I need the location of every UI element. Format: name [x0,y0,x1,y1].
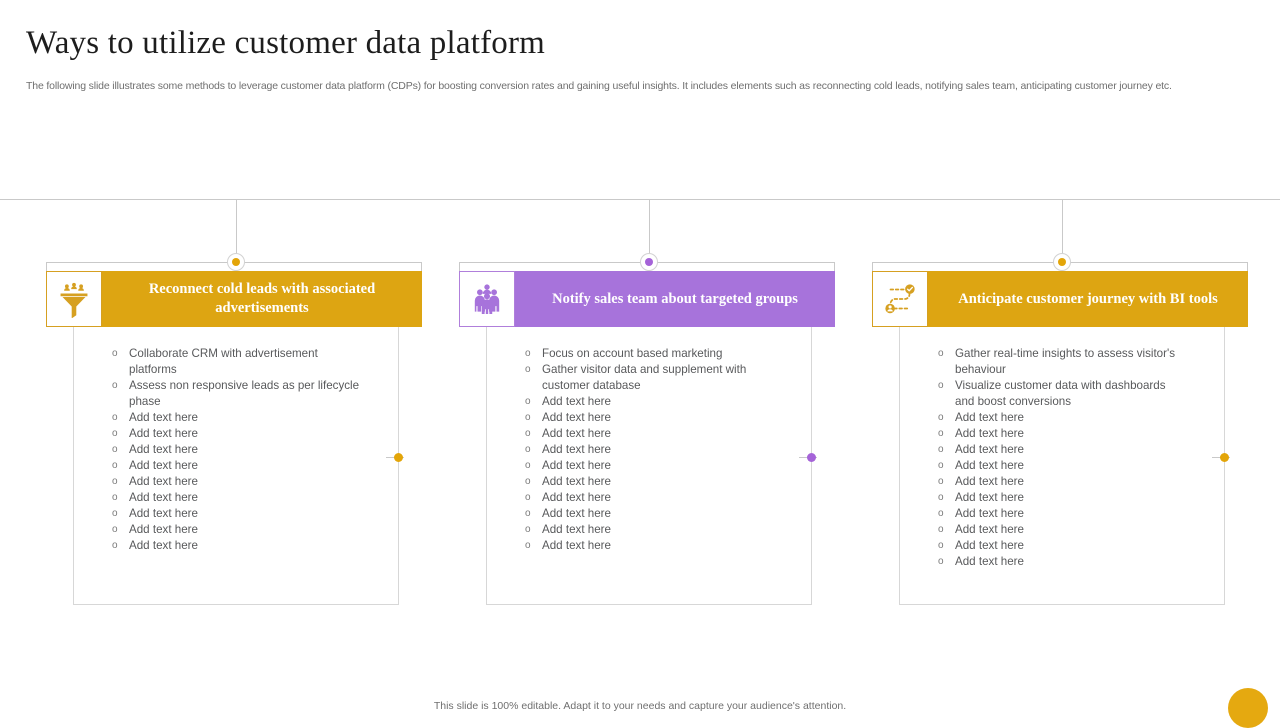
list-item: Add text here [112,474,362,490]
node-marker-3 [1053,253,1071,271]
list-item: Gather real-time insights to assess visi… [938,346,1188,378]
connector-drop-3 [1062,199,1063,262]
card-title: Reconnect cold leads with associated adv… [148,281,376,316]
list-item: Add text here [525,458,775,474]
list-item: Add text here [112,538,362,554]
list-item: Add text here [112,522,362,538]
list-item: Add text here [938,426,1188,442]
list-item: Add text here [938,554,1188,570]
connector-drop-2 [649,199,650,262]
connector-rail [0,199,1280,200]
list-item: Add text here [938,442,1188,458]
list-item: Add text here [525,442,775,458]
list-item: Add text here [525,426,775,442]
card-title-band: Notify sales team about targeted groups [515,271,835,327]
list-item: Add text here [112,458,362,474]
card-title-band: Reconnect cold leads with associated adv… [102,271,422,327]
bullet-list: Gather real-time insights to assess visi… [938,346,1188,570]
list-item: Add text here [112,410,362,426]
list-item: Add text here [112,442,362,458]
funnel-leads-icon [46,271,102,327]
list-item: Gather visitor data and supplement with … [525,362,775,394]
list-item: Add text here [525,474,775,490]
card-header: Reconnect cold leads with associated adv… [46,271,422,327]
node-marker-1 [227,253,245,271]
list-item: Add text here [938,410,1188,426]
page-subtitle: The following slide illustrates some met… [26,80,1172,92]
list-item: Add text here [938,474,1188,490]
list-item: Add text here [525,410,775,426]
list-item: Assess non responsive leads as per lifec… [112,378,362,410]
card-title: Notify sales team about targeted groups [552,290,798,307]
node-marker-2 [640,253,658,271]
card-title-band: Anticipate customer journey with BI tool… [928,271,1248,327]
list-item: Add text here [938,506,1188,522]
side-dot-2 [807,453,816,462]
bullet-list: Collaborate CRM with advertisement platf… [112,346,362,554]
card-body: Gather real-time insights to assess visi… [899,327,1225,605]
list-item: Add text here [112,506,362,522]
corner-accent-dot [1228,688,1268,728]
card-body: Focus on account based marketing Gather … [486,327,812,605]
customer-journey-path-icon [872,271,928,327]
list-item: Add text here [938,490,1188,506]
list-item: Focus on account based marketing [525,346,775,362]
list-item: Add text here [938,458,1188,474]
card-header: Anticipate customer journey with BI tool… [872,271,1248,327]
list-item: Add text here [112,426,362,442]
card-body: Collaborate CRM with advertisement platf… [73,327,399,605]
people-group-icon [459,271,515,327]
list-item: Add text here [112,490,362,506]
bullet-list: Focus on account based marketing Gather … [525,346,775,554]
list-item: Add text here [525,506,775,522]
connector-drop-1 [236,199,237,262]
list-item: Visualize customer data with dashboards … [938,378,1188,410]
list-item: Add text here [938,522,1188,538]
list-item: Add text here [525,394,775,410]
card-header: Notify sales team about targeted groups [459,271,835,327]
list-item: Add text here [938,538,1188,554]
page-title: Ways to utilize customer data platform [26,25,546,61]
list-item: Add text here [525,490,775,506]
side-dot-3 [1220,453,1229,462]
list-item: Add text here [525,538,775,554]
list-item: Add text here [525,522,775,538]
card-title: Anticipate customer journey with BI tool… [958,290,1218,307]
side-dot-1 [394,453,403,462]
footer-note: This slide is 100% editable. Adapt it to… [433,700,847,712]
list-item: Collaborate CRM with advertisement platf… [112,346,362,378]
